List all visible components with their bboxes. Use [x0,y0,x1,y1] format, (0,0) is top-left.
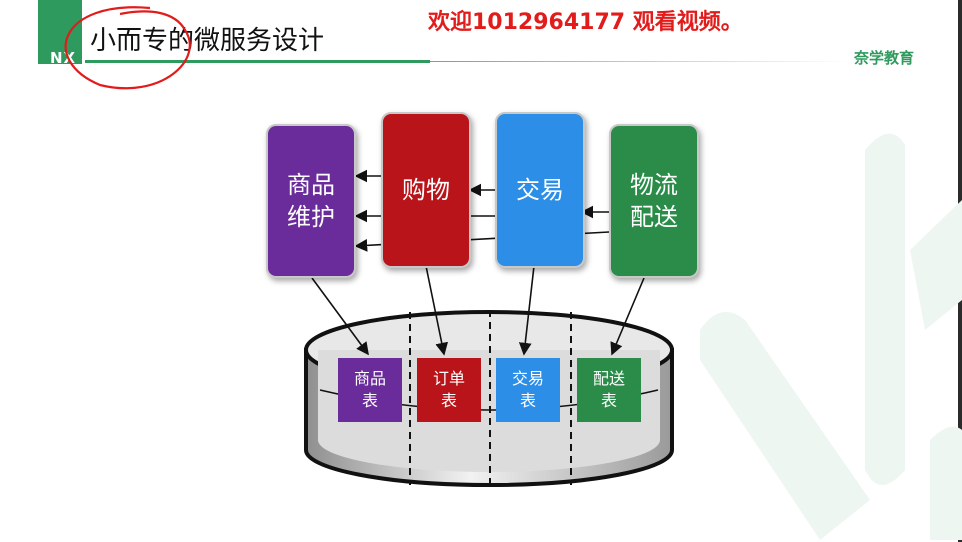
service-label: 购物 [401,176,450,204]
title-rule-fade [430,61,850,62]
table-product: 商品表 [338,358,402,422]
table-label: 交易表 [511,369,544,410]
table-trade: 交易表 [496,358,560,422]
table-label: 配送表 [592,369,625,410]
title-underline [85,60,430,63]
service-label: 商品维护 [286,171,335,231]
background-decoration [700,133,962,540]
table-order: 订单表 [417,358,481,422]
service-trade: 交易 [495,112,585,268]
table-delivery: 配送表 [577,358,641,422]
watermark-text: 欢迎1012964177 观看视频。 [428,10,743,35]
service-label: 交易 [515,176,564,204]
table-arrows [311,265,645,356]
brand-logo: 奈学教育 [854,49,915,67]
table-label: 商品表 [353,369,386,410]
table-label: 订单表 [432,369,465,410]
service-shopping: 购物 [381,112,471,268]
service-product-maintenance: 商品维护 [266,124,356,278]
arrow-trade-to-table [518,265,535,356]
page-title: 小而专的微服务设计 [90,26,325,56]
arrow-logistics-to-table [610,277,645,356]
service-label: 物流配送 [629,171,678,231]
annotation-circle [64,6,191,90]
arrow-shopping-to-table [425,265,449,356]
logo-text: NX [50,49,77,67]
service-logistics: 物流配送 [609,124,699,278]
logo-block [38,0,82,64]
arrow-product-to-table [311,277,369,356]
